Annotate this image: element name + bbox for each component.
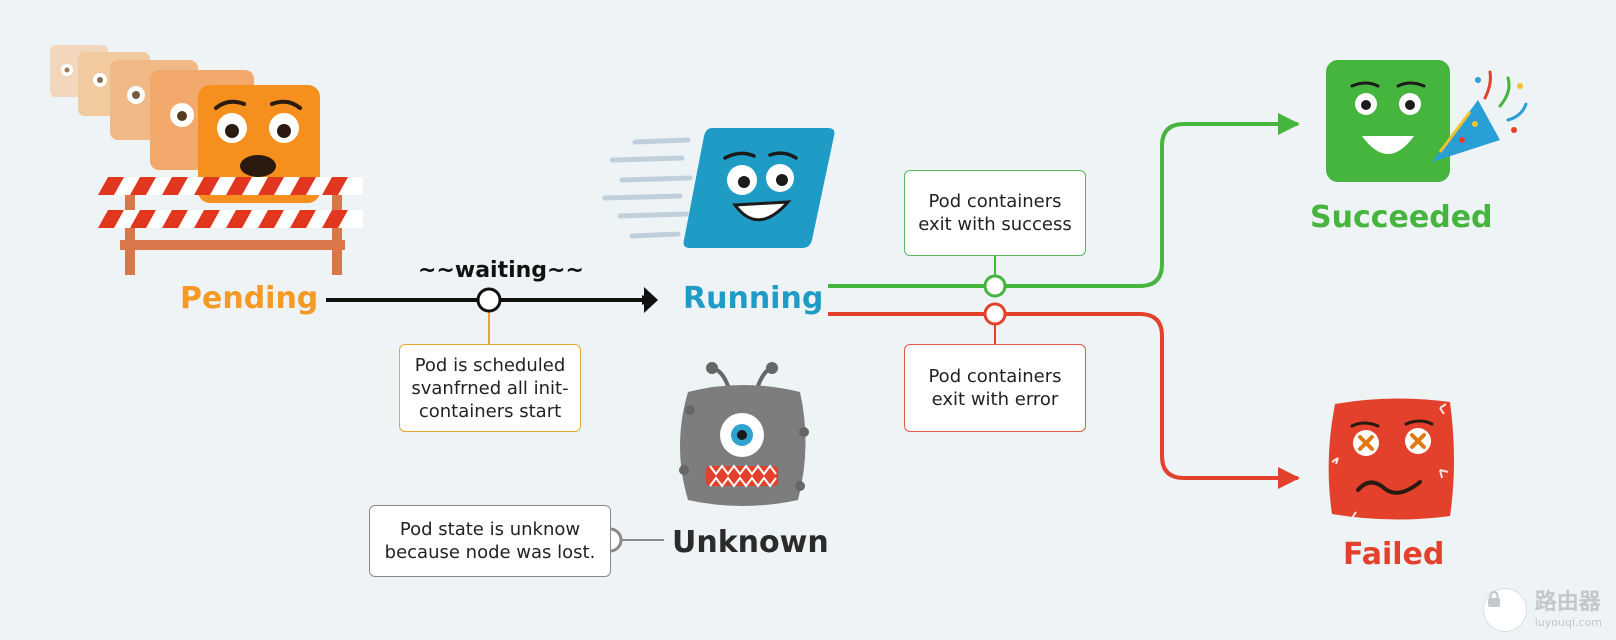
state-label-unknown: Unknown xyxy=(672,525,829,560)
watermark-subtitle: luyouqi.com xyxy=(1534,616,1602,629)
watermark-title: 路由器 xyxy=(1534,590,1601,615)
waiting-node xyxy=(476,287,502,313)
unknown-icon xyxy=(679,362,809,506)
state-label-succeeded: Succeeded xyxy=(1310,200,1493,235)
note-scheduled-line-3: containers start xyxy=(418,400,562,422)
running-to-failed-arrow xyxy=(828,312,1300,489)
success-node xyxy=(983,274,1007,298)
note-exit-error: Pod containers exit with error xyxy=(904,344,1086,432)
note-state-unknown: Pod state is unknow because node was los… xyxy=(369,505,611,577)
running-to-succeeded-arrow xyxy=(828,113,1300,288)
error-node xyxy=(983,302,1007,326)
note-scheduled-line-2: svanfrned all init- xyxy=(411,377,569,399)
note-exit-success: Pod containers exit with success xyxy=(904,170,1086,256)
note-success-line-1: Pod containers xyxy=(928,191,1062,212)
note-success-line-2: exit with success xyxy=(918,214,1072,235)
watermark: 路由器 luyouqi.com xyxy=(1482,588,1602,632)
running-icon xyxy=(602,128,835,248)
note-error-line-2: exit with error xyxy=(931,389,1059,410)
note-error-line-1: Pod containers xyxy=(928,366,1062,387)
note-unknown-line-1: Pod state is unknow xyxy=(399,519,581,540)
state-label-pending: Pending xyxy=(180,281,319,316)
note-scheduled-line-1: Pod is scheduled xyxy=(414,354,566,376)
note-unknown-line-2: because node was lost. xyxy=(384,542,596,563)
lock-icon xyxy=(1482,588,1527,632)
succeeded-icon xyxy=(1326,60,1528,182)
pending-icon xyxy=(50,45,363,275)
failed-icon xyxy=(1328,398,1454,520)
state-label-failed: Failed xyxy=(1343,537,1445,572)
state-label-running: Running xyxy=(683,281,824,316)
pending-to-running-arrowhead xyxy=(644,287,658,313)
transition-label-waiting: ~~waiting~~ xyxy=(418,258,584,283)
note-pod-scheduled: Pod is scheduled svanfrned all init- con… xyxy=(399,344,581,432)
